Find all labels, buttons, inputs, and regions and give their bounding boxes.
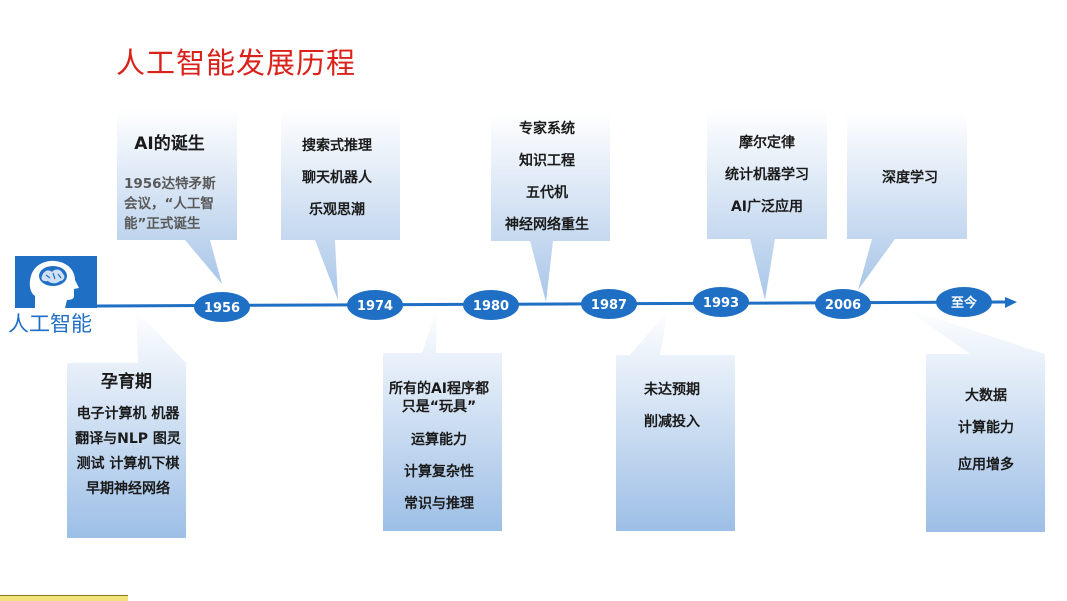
optimism-item: 乐观思潮 [309,202,365,218]
callout-toy-programs [383,308,502,531]
timeline-arrowhead [1005,297,1017,308]
moores-law-item: 摩尔定律 [739,135,795,151]
milestone-label-5: 2006 [825,298,861,313]
milestone-oval-2 [463,290,519,320]
callout-ai-birth [117,109,237,284]
milestone-oval-5 [815,289,871,319]
milestone-label-2: 1980 [473,299,509,314]
unmet-expectations-item: 未达预期 [644,382,700,398]
logo-label: 人工智能 [8,312,92,336]
compute-capability-item: 计算能力 [958,420,1014,436]
funding-cut-item: 削减投入 [644,414,700,430]
head-brain-icon [29,260,79,308]
milestone-label-0: 1956 [204,301,240,316]
complexity-item: 计算复杂性 [404,464,474,480]
callout-unmet-expectations [616,310,735,531]
milestone-oval-3 [581,289,637,319]
expert-systems-item: 专家系统 [519,121,575,137]
deep-learning-item: 深度学习 [882,170,938,186]
ai-birth-description: 1956达特矛斯会议，“人工智能”正式诞生 [124,176,216,232]
milestone-label-1: 1974 [357,299,393,314]
toy-programs-item: 所有的AI程序都只是“玩具” [388,381,490,415]
milestone-label-6: 至今 [951,295,978,311]
callout-moores-law [707,109,827,300]
callout-big-data [905,308,1045,532]
ai-birth-heading: AI的诞生 [134,134,205,154]
callout-expert-systems [491,113,610,302]
knowledge-engineering-item: 知识工程 [519,153,575,169]
fifth-gen-computer-item: 五代机 [526,185,568,201]
statistical-ml-item: 统计机器学习 [725,167,809,183]
milestone-oval-0 [194,292,250,322]
incubation-heading: 孕育期 [101,372,152,392]
more-applications-item: 应用增多 [958,457,1014,473]
page-title: 人工智能发展历程 [116,46,357,80]
neural-net-revival-item: 神经网络重生 [505,217,589,233]
milestone-oval-4 [693,287,749,317]
callout-deep-learning [847,112,967,290]
search-reasoning-item: 搜索式推理 [302,138,372,154]
milestone-label-3: 1987 [591,298,627,313]
callout-incubation [67,310,186,538]
chatbot-item: 聊天机器人 [302,170,372,186]
compute-power-item: 运算能力 [411,432,467,448]
footer-accent-bar [0,595,128,601]
milestone-oval-6 [936,287,992,317]
callout-search-reasoning [281,109,400,300]
milestone-oval-1 [347,290,403,320]
milestone-label-4: 1993 [703,296,739,311]
common-sense-item: 常识与推理 [404,496,474,512]
ai-logo [15,256,97,308]
big-data-item: 大数据 [965,388,1007,404]
ai-wide-application-item: AI广泛应用 [730,199,804,215]
incubation-description: 电子计算机 机器翻译与NLP 图灵测试 计算机下棋 早期神经网络 [75,406,181,497]
